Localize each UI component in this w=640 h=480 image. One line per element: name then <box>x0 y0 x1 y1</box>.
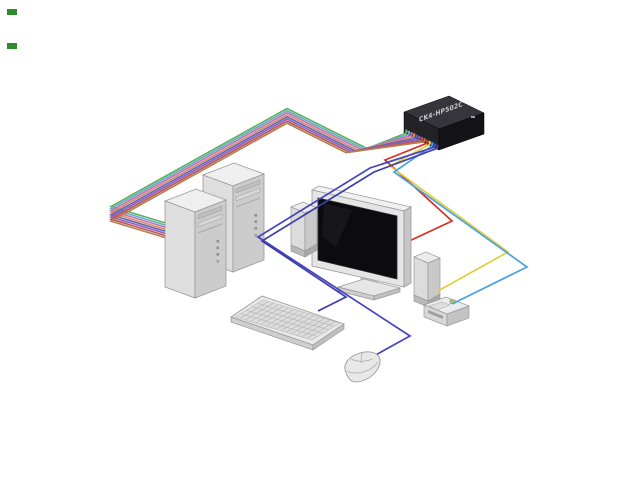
kvm-switch: CK4-HP502C <box>403 95 485 151</box>
device-slot <box>428 310 443 319</box>
kvm-led <box>471 116 475 118</box>
kvm-port-2 <box>410 132 413 136</box>
screen-glare <box>322 203 352 247</box>
keyboard-key-line <box>291 316 320 335</box>
kvm-port-1 <box>407 130 410 135</box>
keyboard-right-edge <box>312 323 345 351</box>
monitor-stand-base-edge <box>373 287 401 301</box>
keyboard-key-line <box>255 305 284 324</box>
cable-layer-back <box>108 107 454 251</box>
kvm-port-12 <box>436 144 439 149</box>
kvm-right-face <box>438 112 485 151</box>
keyboard-key-line <box>275 312 305 330</box>
keyboard <box>230 295 345 351</box>
green-mark <box>7 9 17 15</box>
monitor <box>310 185 413 301</box>
monitor-right-edge <box>403 206 412 288</box>
mouse-seam <box>346 361 379 374</box>
corner-marks <box>7 9 17 49</box>
kvm-ports <box>405 129 439 149</box>
cable-layer-front <box>256 143 529 358</box>
keyboard-key-line <box>239 301 269 319</box>
computer-tower-front <box>164 188 227 299</box>
keyboard-key-line <box>286 315 315 333</box>
kvm-port-4 <box>415 134 418 138</box>
keyboard-key-line <box>260 307 289 325</box>
keyboard-key-line <box>270 310 300 328</box>
keyboard-key-line <box>240 313 318 337</box>
keyboard-key-line <box>257 303 335 327</box>
mouse <box>344 351 381 383</box>
keyboard-key-line <box>296 318 325 336</box>
device-recess <box>428 301 451 311</box>
keyboard-key-line <box>251 306 329 331</box>
keyboard-keys <box>239 301 336 339</box>
kvm-port-7 <box>423 138 426 142</box>
device-side-face <box>446 305 470 327</box>
keyboard-key-line <box>250 304 279 322</box>
card-reader <box>423 296 470 327</box>
kvm-port-3 <box>413 133 416 137</box>
lightblue-device-cable <box>392 144 529 305</box>
keyboard-key-line <box>281 313 310 332</box>
green-mark <box>7 43 17 49</box>
keyboard-key-line <box>301 319 330 338</box>
ribbon-cable-7 <box>108 122 425 251</box>
blue-mouse-cable <box>256 146 436 358</box>
speaker-right <box>413 251 441 308</box>
kvm-port-11 <box>433 143 436 147</box>
keyboard-key-line <box>245 302 274 321</box>
kvm-port-8 <box>426 139 429 144</box>
kvm-port-6 <box>420 137 423 141</box>
keyboard-key-line <box>246 309 324 334</box>
kvm-port-9 <box>428 140 431 145</box>
keyboard-key-line <box>265 308 294 327</box>
keyboard-key-line <box>306 321 336 339</box>
kvm-port-5 <box>418 135 421 140</box>
kvm-port-10 <box>431 142 434 146</box>
navy-keyboard-cable <box>260 147 438 312</box>
mouse-button-line <box>350 358 373 362</box>
mouse-body <box>344 351 381 383</box>
kvm-port-0 <box>405 129 408 133</box>
